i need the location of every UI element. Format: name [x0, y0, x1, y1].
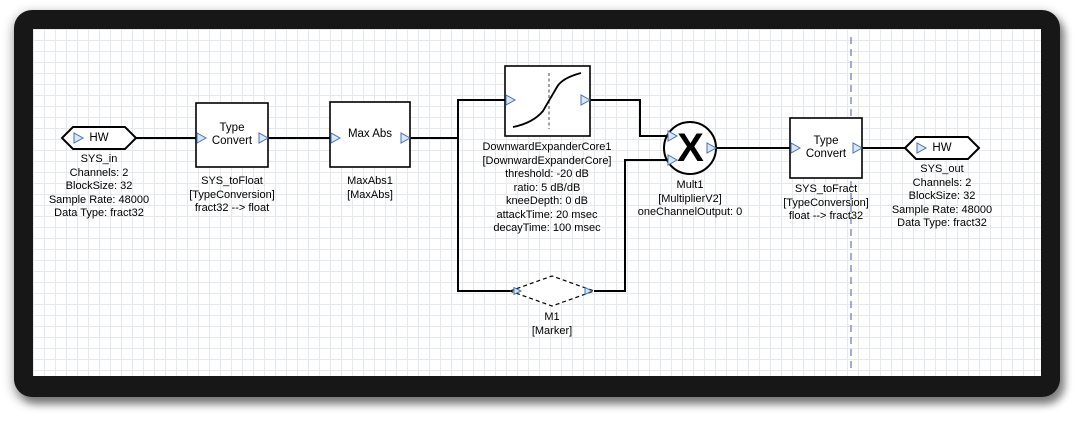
pin-sysout-input[interactable]	[916, 142, 928, 154]
pin-mult-input-bottom[interactable]	[667, 154, 679, 166]
block-downward-expander[interactable]	[504, 65, 591, 137]
caption-line: Mult1	[676, 179, 704, 191]
block-sys-out[interactable]	[903, 136, 981, 160]
caption-line: SYS_toFract	[794, 183, 858, 195]
caption-line: Channels: 2	[69, 166, 129, 179]
pin-mult-output[interactable]	[706, 142, 718, 154]
block-marker[interactable]	[508, 275, 596, 307]
pin-sysin-input[interactable]	[73, 132, 85, 144]
caption-line: Channels: 2	[912, 176, 972, 189]
sys-in-caption: SYS_in Channels: 2 BlockSize: 32 Sample …	[34, 153, 164, 221]
pins-layer	[73, 94, 928, 296]
caption-line: Sample Rate: 48000	[891, 203, 993, 216]
pin-mult-input-top[interactable]	[667, 130, 679, 142]
wire-marker-mult[interactable]	[594, 159, 667, 292]
pin-maxabs-input[interactable]	[330, 132, 342, 144]
block-sys-tofloat[interactable]	[195, 102, 269, 168]
sys-tofloat-block-label: Type Convert	[211, 122, 253, 147]
sys-tofract-caption: SYS_toFract [TypeConversion] float --> f…	[756, 183, 896, 224]
maxabs-caption: MaxAbs1 [MaxAbs]	[310, 175, 430, 202]
maxabs-block-label: Max Abs	[347, 128, 393, 140]
pin-tofloat-output[interactable]	[258, 132, 270, 144]
caption-line: Sample Rate: 48000	[48, 193, 150, 206]
pin-tofract-input[interactable]	[790, 142, 802, 154]
caption-line: MaxAbs1	[347, 175, 393, 187]
caption-line: Data Type: fract32	[54, 207, 144, 219]
pin-expander-input[interactable]	[505, 94, 517, 106]
caption-line: fract32 --> float	[194, 202, 270, 214]
expander-caption: DownwardExpanderCore1 [DownwardExpanderC…	[462, 141, 632, 236]
caption-line: [TypeConversion]	[783, 196, 869, 209]
caption-line: [TypeConversion]	[189, 188, 275, 201]
wire-maxabs-expander[interactable]	[410, 99, 505, 139]
sys-in-block-label: HW	[89, 131, 109, 144]
caption-line: float --> fract32	[788, 210, 864, 222]
pin-maxabs-output[interactable]	[400, 132, 412, 144]
sys-tofloat-caption: SYS_toFloat [TypeConversion] fract32 -->…	[167, 175, 297, 216]
caption-line: [MultiplierV2]	[658, 192, 722, 205]
caption-line: M1	[544, 311, 560, 323]
caption-line: [DownwardExpanderCore]	[482, 154, 612, 167]
caption-line: ratio: 5 dB/dB	[513, 181, 581, 194]
wire-maxabs-marker[interactable]	[457, 138, 510, 292]
multiply-icon: X	[677, 125, 704, 170]
sys-tofract-block-label: Type Convert	[805, 135, 847, 160]
caption-line: [Marker]	[531, 324, 573, 337]
block-sys-in[interactable]	[60, 126, 138, 150]
caption-line: oneChannelOutput: 0	[637, 206, 743, 218]
sys-out-block-label: HW	[932, 141, 952, 154]
caption-line: attackTime: 20 msec	[496, 208, 598, 221]
caption-line: SYS_toFloat	[201, 175, 263, 187]
design-canvas[interactable]: HW Type Convert Max Abs X Type Convert H…	[33, 29, 1041, 376]
caption-line: BlockSize: 32	[65, 180, 133, 192]
mult-caption: Mult1 [MultiplierV2] oneChannelOutput: 0	[610, 179, 770, 220]
pin-tofract-output[interactable]	[852, 142, 864, 154]
pin-marker-output[interactable]	[584, 286, 594, 296]
sys-out-caption: SYS_out Channels: 2 BlockSize: 32 Sample…	[877, 163, 1007, 231]
marker-caption: M1 [Marker]	[502, 311, 602, 338]
pin-expander-output[interactable]	[580, 94, 592, 106]
caption-line: SYS_out	[920, 163, 964, 175]
expander-curve-icon	[512, 72, 582, 129]
pin-marker-input[interactable]	[513, 286, 523, 296]
block-sys-tofract[interactable]	[789, 117, 863, 179]
caption-line: BlockSize: 32	[908, 190, 976, 202]
caption-line: threshold: -20 dB	[505, 168, 589, 180]
caption-line: DownwardExpanderCore1	[482, 141, 612, 153]
caption-line: decayTime: 100 msec	[493, 222, 601, 234]
block-maxabs[interactable]	[329, 101, 411, 168]
wire-expander-mult[interactable]	[590, 99, 667, 137]
caption-line: kneeDepth: 0 dB	[506, 195, 588, 207]
caption-line: [MaxAbs]	[347, 188, 393, 201]
caption-line: Data Type: fract32	[897, 217, 987, 229]
pin-tofloat-input[interactable]	[196, 132, 208, 144]
caption-line: SYS_in	[80, 153, 118, 165]
